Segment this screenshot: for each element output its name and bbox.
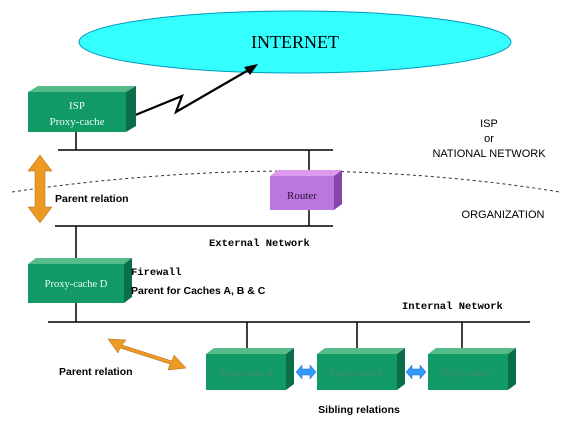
proxy-cache-c-label: Proxy-cache C bbox=[441, 368, 494, 378]
proxy-cache-d-box: Proxy-cache D bbox=[28, 258, 132, 303]
proxy-cache-b-box: Proxy-cache B bbox=[317, 348, 405, 390]
router-box: Router bbox=[270, 170, 342, 210]
sibling-arrow-b-c bbox=[405, 364, 427, 380]
internet-cloud: INTERNET bbox=[78, 10, 512, 74]
parent-relation-diagonal-arrow bbox=[107, 338, 187, 371]
parent-for-label: Parent for Caches A, B & C bbox=[131, 285, 266, 297]
isp-proxy-line2: Proxy-cache bbox=[50, 116, 105, 128]
organization-text: ORGANIZATION bbox=[462, 209, 545, 221]
parent-relation-vertical-arrow bbox=[27, 154, 53, 224]
router-label: Router bbox=[287, 190, 317, 202]
internet-label: INTERNET bbox=[251, 32, 339, 52]
sibling-arrow-a-b bbox=[295, 364, 317, 380]
internet-link bbox=[127, 64, 258, 120]
proxy-cache-d-label: Proxy-cache D bbox=[45, 279, 108, 290]
parent-relation-top-label: Parent relation bbox=[55, 193, 129, 205]
external-network-label: External Network bbox=[209, 238, 310, 250]
proxy-cache-b-label: Proxy-cache B bbox=[330, 368, 383, 378]
or-text: or bbox=[484, 133, 494, 145]
proxy-cache-a-label: Proxy-cache A bbox=[219, 368, 273, 378]
firewall-label: Firewall bbox=[131, 267, 181, 279]
isp-proxy-line1: ISP bbox=[69, 100, 85, 112]
internal-network-label: Internal Network bbox=[402, 301, 503, 313]
isp-proxy-cache-box: ISP Proxy-cache bbox=[28, 86, 136, 132]
proxy-cache-c-box: Proxy-cache C bbox=[428, 348, 516, 390]
isp-text: ISP bbox=[480, 118, 498, 130]
proxy-cache-a-box: Proxy-cache A bbox=[206, 348, 294, 390]
national-network-text: NATIONAL NETWORK bbox=[432, 148, 546, 160]
parent-relation-bottom-label: Parent relation bbox=[59, 366, 133, 378]
sibling-relations-label: Sibling relations bbox=[318, 404, 400, 416]
